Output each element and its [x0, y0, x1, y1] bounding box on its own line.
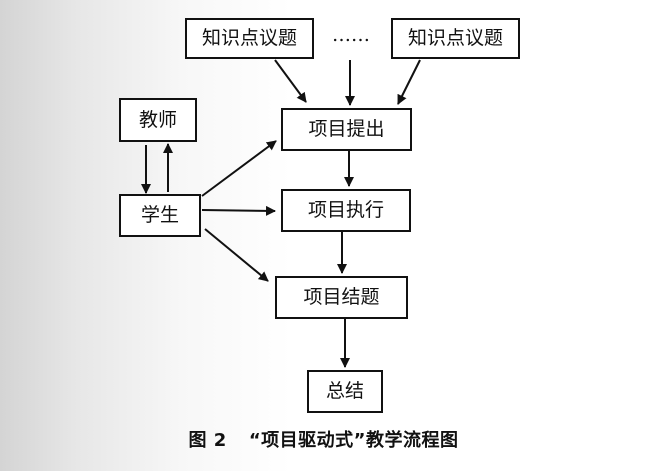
project-execution-node: 项目执行 — [281, 189, 411, 232]
summary-node: 总结 — [307, 370, 383, 413]
teacher-label: 教师 — [139, 109, 177, 131]
topic-right-node: 知识点议题 — [391, 18, 520, 59]
arrow-student-to-proposal — [201, 140, 277, 197]
project-proposal-node: 项目提出 — [281, 108, 412, 151]
arrow-student-to-execution — [201, 205, 276, 216]
topic-right-label: 知识点议题 — [408, 27, 503, 49]
teacher-node: 教师 — [119, 98, 197, 142]
topic-left-label: 知识点议题 — [202, 27, 297, 49]
topic-left-node: 知识点议题 — [185, 18, 314, 59]
ellipsis-label: …… — [332, 24, 370, 46]
student-node: 学生 — [119, 194, 201, 237]
project-conclusion-node: 项目结题 — [275, 276, 408, 319]
figure-title: “项目驱动式”教学流程图 — [248, 430, 459, 451]
arrow-topic-right-to-proposal — [397, 59, 421, 105]
arrow-topic-left-to-proposal — [274, 59, 307, 103]
figure-number: 图 2 — [188, 430, 227, 451]
project-conclusion-label: 项目结题 — [303, 286, 379, 308]
project-proposal-label: 项目提出 — [308, 118, 384, 140]
figure-caption: 图 2 “项目驱动式”教学流程图 — [0, 426, 647, 452]
arrow-student-to-conclusion — [204, 228, 269, 282]
student-label: 学生 — [141, 204, 179, 226]
summary-label: 总结 — [326, 380, 364, 402]
project-execution-label: 项目执行 — [308, 199, 384, 221]
